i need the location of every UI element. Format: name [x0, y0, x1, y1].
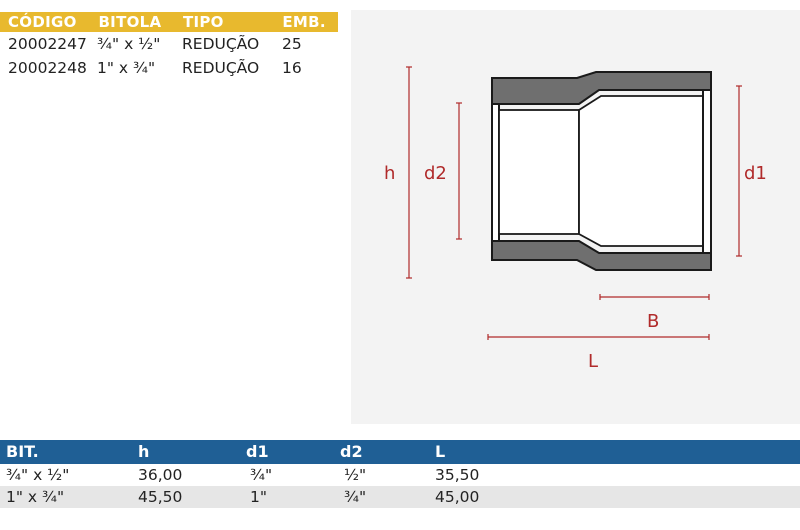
cell-bitola: ¾" x ½" [97, 35, 161, 53]
header-emb: EMB. [282, 13, 326, 31]
cell-h: 36,00 [138, 466, 183, 484]
cell-d2: ¾" [344, 488, 367, 506]
table-row: 1" x ¾" 45,50 1" ¾" 45,00 [0, 486, 800, 508]
cell-tipo: REDUÇÃO [182, 35, 260, 53]
cell-bit: ¾" x ½" [6, 466, 70, 484]
label-b: B [647, 311, 659, 332]
header-l: L [435, 442, 446, 461]
header-bitola: BITOLA [98, 13, 162, 31]
table-row: ¾" x ½" 36,00 ¾" ½" 35,50 [0, 464, 800, 486]
reducer-fitting [491, 71, 712, 271]
cell-l: 45,00 [435, 488, 480, 506]
table-row: 20002247 ¾" x ½" REDUÇÃO 25 [0, 32, 338, 56]
header-d2: d2 [340, 442, 363, 461]
cell-emb: 16 [282, 59, 302, 77]
fitting-small-bore [498, 109, 580, 235]
cell-bitola: 1" x ¾" [97, 59, 156, 77]
header-tipo: TIPO [182, 13, 224, 31]
cell-codigo: 20002247 [8, 35, 87, 53]
dimension-lines [406, 66, 742, 340]
cell-bit: 1" x ¾" [6, 488, 65, 506]
product-table-header: CÓDIGO BITOLA TIPO EMB. [0, 12, 338, 32]
cell-emb: 25 [282, 35, 302, 53]
fitting-right-end [702, 89, 712, 254]
cell-d1: ¾" [250, 466, 273, 484]
cell-d2: ½" [344, 466, 367, 484]
cell-codigo: 20002248 [8, 59, 87, 77]
header-d1: d1 [246, 442, 269, 461]
fitting-bottom-wall [491, 240, 712, 271]
cell-l: 35,50 [435, 466, 480, 484]
reducer-drawing: h d2 d1 B L [384, 66, 767, 372]
table-row: 20002248 1" x ¾" REDUÇÃO 16 [0, 56, 338, 80]
dimension-table-header: BIT. h d1 d2 L [0, 440, 800, 464]
header-bit: BIT. [6, 442, 39, 461]
label-h: h [384, 163, 395, 184]
cell-h: 45,50 [138, 488, 183, 506]
cell-d1: 1" [250, 488, 267, 506]
dimension-table: BIT. h d1 d2 L ¾" x ½" 36,00 ¾" ½" 35,50… [0, 440, 800, 508]
header-h: h [138, 442, 150, 461]
cell-tipo: REDUÇÃO [182, 59, 260, 77]
label-d1: d1 [744, 163, 767, 184]
fitting-left-end [491, 103, 500, 242]
fitting-taper-inner [578, 95, 704, 247]
label-d2: d2 [424, 163, 447, 184]
header-codigo: CÓDIGO [8, 13, 77, 31]
product-table: CÓDIGO BITOLA TIPO EMB. 20002247 ¾" x ½"… [0, 12, 338, 80]
technical-drawing-panel: h d2 d1 B L [351, 10, 800, 424]
label-l: L [588, 351, 598, 372]
